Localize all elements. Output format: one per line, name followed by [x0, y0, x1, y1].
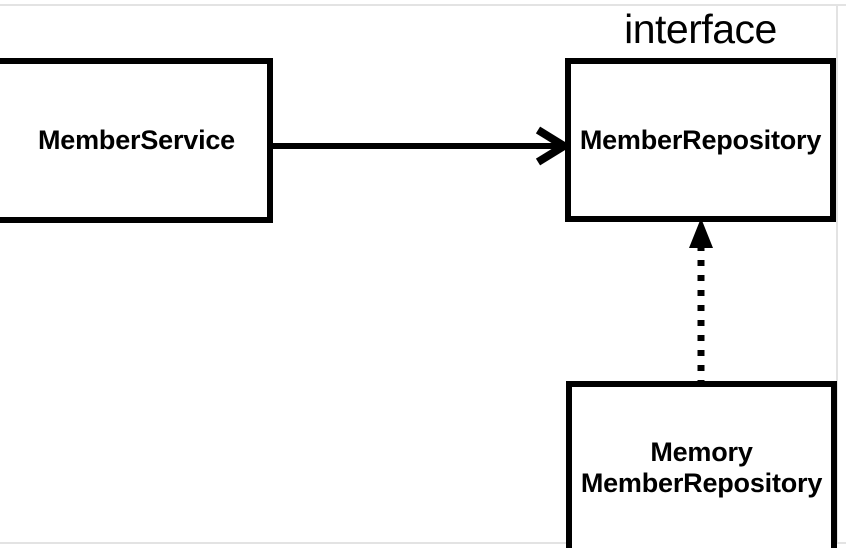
page-frame-top-rule — [0, 4, 846, 6]
dependency-arrowhead — [535, 126, 571, 166]
interface-stereotype-label: interface — [624, 6, 777, 52]
class-box-member-service[interactable]: MemberService — [0, 58, 273, 223]
dependency-arrow-member-service-to-member-repository — [266, 126, 571, 166]
class-box-memory-member-repository[interactable]: Memory MemberRepository — [566, 381, 837, 548]
class-box-member-service-label: MemberService — [37, 125, 235, 156]
realization-arrow-memory-member-repository-to-member-repository — [689, 218, 713, 386]
page-frame-bottom-rule — [0, 542, 846, 544]
class-box-member-repository[interactable]: MemberRepository — [565, 58, 836, 222]
realization-arrowhead — [689, 218, 713, 248]
page-frame-right-rule — [836, 4, 838, 544]
class-box-memory-member-repository-label: Memory MemberRepository — [580, 437, 823, 498]
class-box-member-repository-label: MemberRepository — [579, 124, 822, 155]
